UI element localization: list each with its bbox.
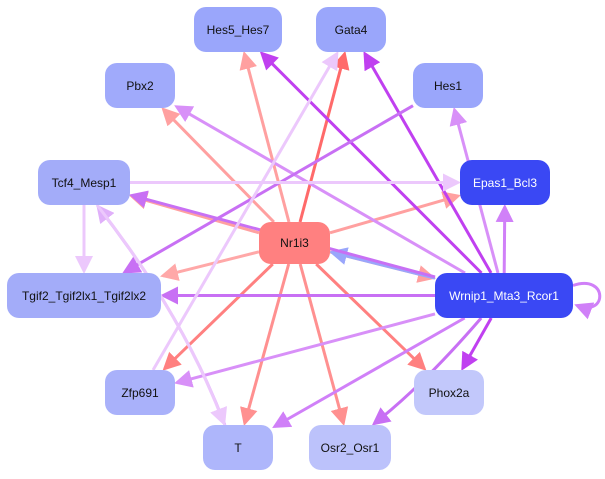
node-label: Tgif2_Tgif2lx1_Tgif2lx2	[21, 288, 147, 303]
node-tcf4-mesp1[interactable]: Tcf4_Mesp1	[38, 160, 130, 205]
node-label: Nr1i3	[280, 236, 309, 250]
edge-nr1i3-to-phox2a	[315, 262, 427, 371]
node-zfp691[interactable]: Zfp691	[105, 370, 175, 415]
edge-tcf4-to-t	[95, 204, 228, 427]
node-tgif2-tgif2lx1-tgif2lx2[interactable]: Tgif2_Tgif2lx1_Tgif2lx2	[7, 273, 161, 318]
edge-nr1i3-to-hes5	[239, 51, 291, 223]
edge-nr1i3-to-pbx2	[161, 107, 275, 224]
edge-wrnip1-to-hes5	[259, 51, 483, 275]
edges-layer	[75, 51, 602, 428]
edge-nr1i3-to-epas1	[329, 191, 461, 235]
node-nr1i3[interactable]: Nr1i3	[259, 222, 330, 264]
node-hes1[interactable]: Hes1	[413, 63, 483, 108]
node-label: Osr2_Osr1	[320, 440, 380, 455]
node-label: T	[234, 440, 242, 455]
edge-wrnip1-to-wrnip1	[572, 282, 602, 320]
node-osr2-osr1[interactable]: Osr2_Osr1	[309, 425, 391, 470]
node-label: Pbx2	[126, 78, 154, 93]
node-label: Epas1_Bcl3	[472, 175, 538, 190]
edge-nr1i3-to-gata4	[298, 51, 350, 223]
edge-nr1i3-to-t	[240, 263, 291, 426]
node-wrnip1-mta3-rcor1[interactable]: Wrnip1_Mta3_Rcor1	[435, 273, 573, 318]
node-label: Tcf4_Mesp1	[51, 175, 117, 190]
node-label: Hes1	[433, 78, 462, 93]
node-t[interactable]: T	[203, 425, 273, 470]
node-label: Hes5_Hes7	[206, 22, 270, 37]
edge-nr1i3-to-zfp691	[162, 262, 274, 371]
node-epas1-bcl3[interactable]: Epas1_Bcl3	[460, 160, 550, 205]
node-phox2a[interactable]: Phox2a	[414, 370, 484, 415]
edge-wrnip1-to-nr1i3	[329, 247, 436, 280]
node-pbx2[interactable]: Pbx2	[105, 63, 175, 108]
node-label: Gata4	[334, 22, 368, 37]
node-label: Zfp691	[121, 385, 159, 400]
edge-wrnip1-to-t	[272, 316, 466, 428]
node-gata4[interactable]: Gata4	[316, 7, 386, 52]
edge-hes1-to-tgif2	[122, 104, 414, 274]
edge-wrnip1-to-epas1	[495, 204, 514, 274]
edge-wrnip1-to-gata4	[363, 51, 493, 274]
edge-nr1i3-to-tgif2	[160, 250, 260, 281]
node-label: Wrnip1_Mta3_Rcor1	[449, 288, 559, 303]
edge-wrnip1-to-phox2a	[461, 317, 493, 371]
node-label: Phox2a	[428, 385, 470, 400]
edge-zfp691-to-gata4	[151, 51, 339, 371]
node-hes5-hes7[interactable]: Hes5_Hes7	[194, 7, 282, 52]
edge-wrnip1-to-pbx2	[174, 105, 466, 275]
edge-wrnip1-to-zfp691	[174, 312, 436, 388]
